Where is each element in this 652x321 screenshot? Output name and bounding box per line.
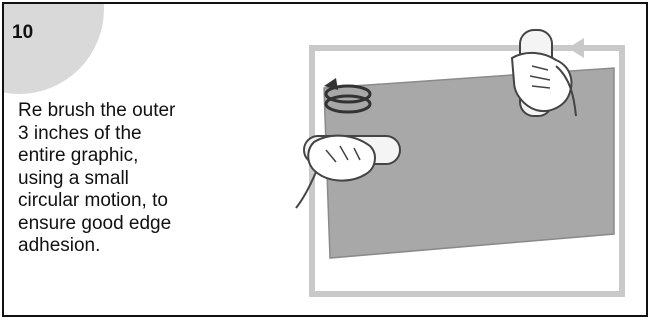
instruction-line: circular motion, to — [18, 190, 218, 213]
instruction-line: adhesion. — [18, 235, 218, 258]
instruction-card: 10 Re brush the outer 3 inches of the en… — [2, 2, 648, 317]
instruction-line: 3 inches of the — [18, 123, 218, 146]
step-number: 10 — [12, 22, 33, 44]
instruction-text: Re brush the outer 3 inches of the entir… — [18, 100, 218, 258]
instruction-line: using a small — [18, 168, 218, 191]
instruction-line: ensure good edge — [18, 213, 218, 236]
instruction-line: entire graphic, — [18, 145, 218, 168]
step-badge — [2, 2, 104, 94]
application-illustration — [274, 22, 634, 304]
instruction-line: Re brush the outer — [18, 100, 218, 123]
direction-arrow-icon — [568, 38, 584, 58]
